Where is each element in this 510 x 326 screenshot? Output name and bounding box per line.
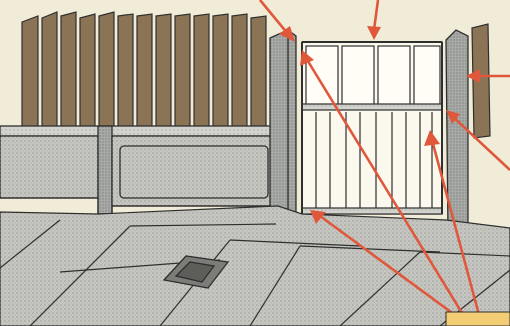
left-gate-post — [270, 30, 296, 226]
callout-label-box — [446, 312, 510, 326]
right-fence-board — [472, 24, 490, 138]
garden-gate — [302, 42, 442, 214]
